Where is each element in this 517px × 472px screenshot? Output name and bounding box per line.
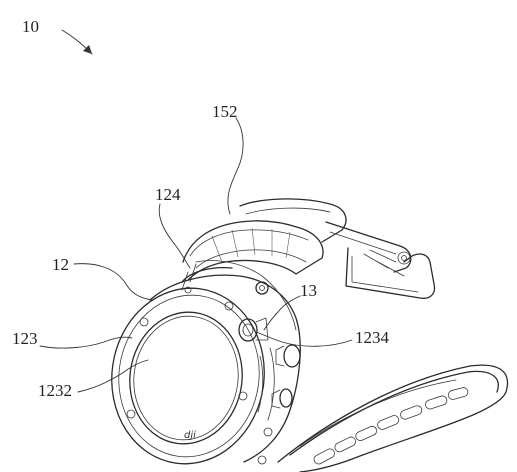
screen <box>129 311 243 445</box>
leader-13 <box>263 295 301 331</box>
ref-label-152: 152 <box>212 102 238 121</box>
bezel-outer <box>111 287 265 465</box>
watch-body: dji <box>111 260 301 465</box>
side-buttons <box>238 317 301 465</box>
ref-label-1232: 1232 <box>38 381 72 400</box>
dji-logo: dji <box>184 430 196 441</box>
ref-10-arrowhead <box>83 45 92 54</box>
bezel-screws <box>126 286 248 419</box>
strap-holes <box>313 387 469 465</box>
ref-label-124: 124 <box>155 185 181 204</box>
lower-strap <box>277 364 508 472</box>
leader-123 <box>39 336 133 349</box>
ref-label-123: 123 <box>12 329 38 348</box>
leader-1234 <box>255 331 353 347</box>
ref-label-1234: 1234 <box>355 328 390 347</box>
ref-label-10: 10 <box>22 17 39 36</box>
bezel-inner-ring <box>118 294 260 458</box>
ref-label-12: 12 <box>52 255 69 274</box>
leader-1232 <box>77 359 149 393</box>
upper-strap <box>182 198 436 299</box>
leader-152 <box>227 117 244 215</box>
ref-label-13: 13 <box>300 281 317 300</box>
leader-124 <box>158 203 191 269</box>
leader-12 <box>73 263 153 301</box>
